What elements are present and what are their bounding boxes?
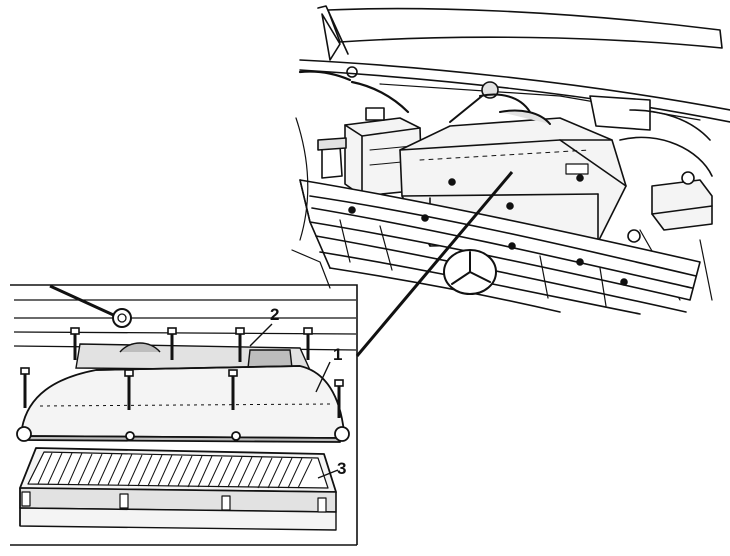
reservoir-right	[651, 171, 713, 231]
callout-3: 3	[337, 459, 346, 478]
hood-hinge	[298, 70, 352, 82]
screw	[235, 327, 245, 362]
detail-inset: 1 2 3	[10, 284, 358, 546]
leader-line	[355, 171, 514, 357]
callout-3-leader	[317, 469, 339, 479]
engine-bay-overview	[291, 5, 730, 315]
callout-2-leader	[249, 323, 273, 347]
air-filter-housing-cover	[16, 365, 350, 443]
retaining-screws	[20, 327, 344, 418]
open-hood	[327, 7, 723, 49]
screw	[20, 367, 30, 408]
star-emblem	[443, 249, 497, 295]
screw	[334, 379, 344, 418]
radiator-grille	[299, 179, 701, 315]
screw	[70, 327, 80, 360]
callout-1: 1	[333, 345, 342, 364]
brake-reservoir	[317, 137, 347, 179]
callout-2: 2	[270, 305, 279, 324]
cowl-panel	[299, 59, 730, 111]
filter-pleats	[37, 452, 313, 489]
air-filter-element	[19, 447, 337, 531]
screw	[167, 327, 177, 360]
screw	[124, 369, 134, 410]
callout-1-leader	[315, 361, 331, 393]
detail-frame	[10, 284, 358, 546]
screw	[228, 369, 238, 410]
screw	[303, 327, 313, 360]
